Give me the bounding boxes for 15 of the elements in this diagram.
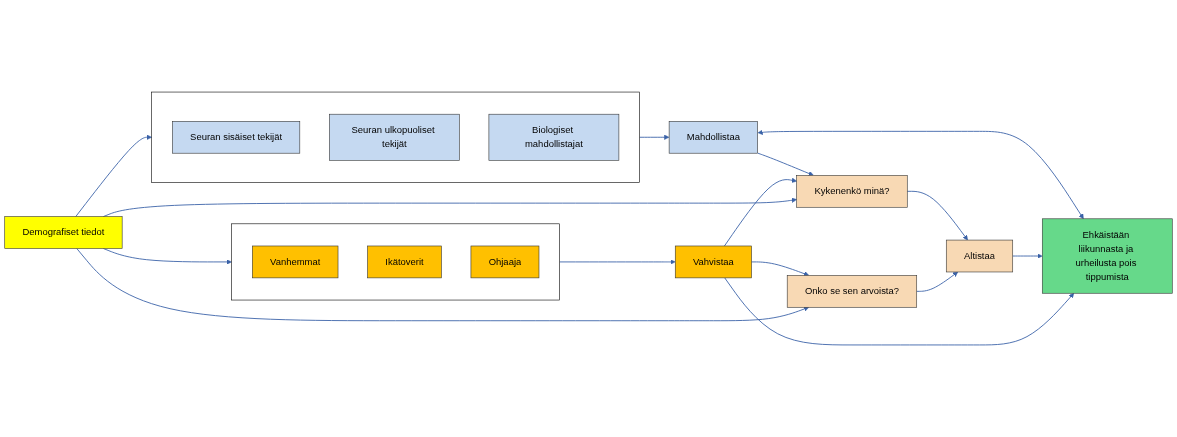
- node-box: Onko se sen arvoista?: [786, 275, 918, 308]
- cluster: [151, 91, 640, 183]
- node-box: Vahvistaa: [674, 245, 752, 279]
- node-box: Mahdollistaa: [668, 121, 758, 154]
- node-box: Altistaa: [945, 239, 1014, 273]
- node-box: Demografiset tiedot: [4, 216, 123, 249]
- node-box: Seuran sisäiset tekijät: [172, 121, 301, 154]
- cluster: [231, 223, 560, 301]
- node-box: Vanhemmat: [252, 245, 339, 279]
- node-box: Ehkäistään liikunnasta ja urheilusta pois tippumista: [1041, 218, 1173, 294]
- node-box: Seuran ulkopuoliset tekijät: [329, 113, 460, 161]
- node-box: Biologiset mahdollistajat: [488, 113, 620, 161]
- node-box: Ohjaaja: [470, 245, 540, 279]
- node-box: Ikätoverit: [367, 245, 442, 279]
- node-box: Kykenenkö minä?: [796, 175, 908, 208]
